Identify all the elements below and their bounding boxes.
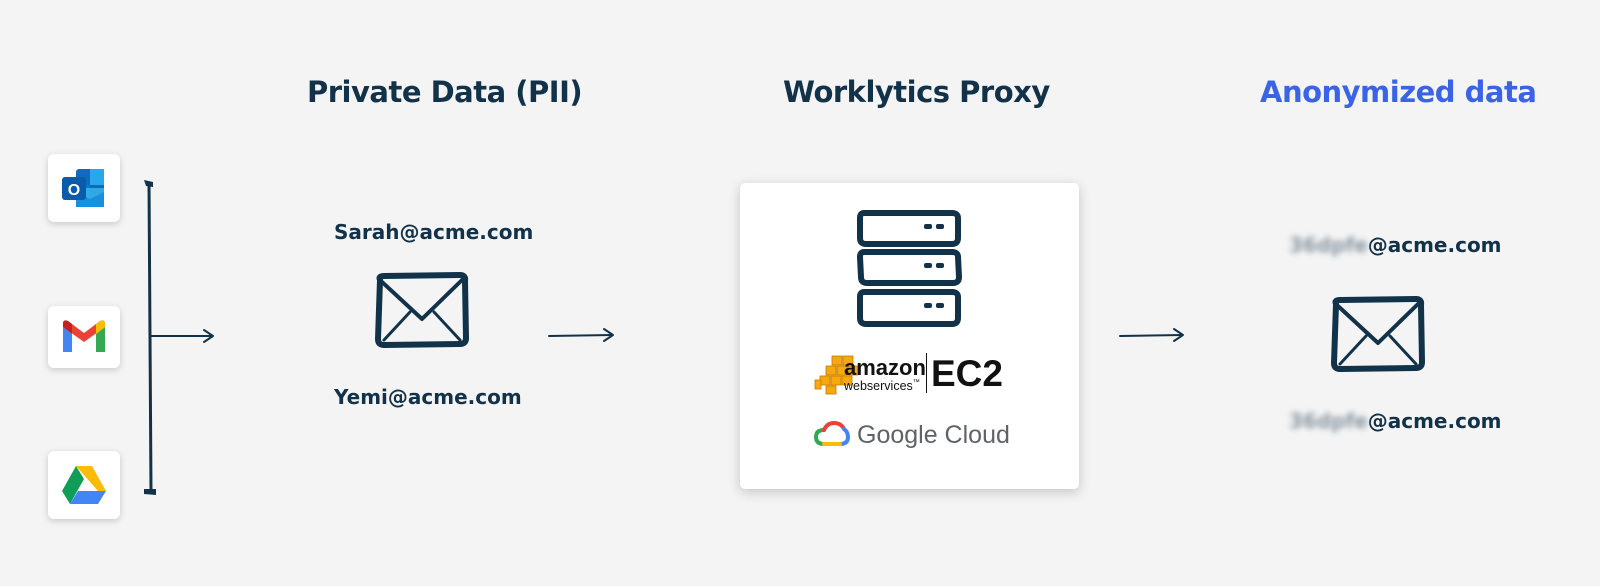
aws-cubes-icon bbox=[814, 355, 859, 395]
google-cloud-icon bbox=[814, 421, 850, 446]
anonymized-email-1: 36dpfe@acme.com bbox=[1289, 233, 1502, 257]
outlook-icon: O bbox=[62, 169, 104, 207]
arrow-sources-to-private bbox=[150, 329, 214, 343]
aws-webservices: webservices™ bbox=[844, 379, 920, 393]
worklytics-proxy-heading: Worklytics Proxy bbox=[783, 75, 1050, 109]
aws-divider bbox=[926, 353, 927, 393]
hashed-username: 36dpfe bbox=[1289, 233, 1368, 257]
google-drive-tile bbox=[48, 451, 120, 519]
google-drive-icon bbox=[62, 466, 106, 504]
anonymized-envelope-icon bbox=[1331, 296, 1425, 372]
private-email-yemi: Yemi@acme.com bbox=[334, 385, 522, 409]
source-bracket bbox=[147, 181, 153, 493]
anonymized-email-2: 36dpfe@acme.com bbox=[1289, 409, 1502, 433]
ec2-label: EC2 bbox=[931, 353, 1003, 394]
gmail-tile bbox=[48, 306, 120, 368]
aws-wordmark: amazon bbox=[844, 355, 926, 380]
hashed-username: 36dpfe bbox=[1289, 409, 1368, 433]
email-domain: @acme.com bbox=[1367, 233, 1502, 257]
google-cloud-label: Google Cloud bbox=[857, 421, 1010, 449]
email-domain: @acme.com bbox=[1367, 409, 1502, 433]
aws-ec2-logo: amazon webservices™ EC2 bbox=[814, 353, 1014, 397]
proxy-card: amazon webservices™ EC2 Google Cloud bbox=[740, 183, 1079, 489]
private-email-sarah: Sarah@acme.com bbox=[334, 220, 534, 244]
svg-text:O: O bbox=[68, 182, 80, 199]
outlook-tile: O bbox=[48, 154, 120, 222]
arrow-private-to-proxy bbox=[548, 328, 614, 342]
server-stack-icon bbox=[857, 210, 962, 327]
private-envelope-icon bbox=[375, 272, 469, 348]
gmail-icon bbox=[63, 320, 105, 352]
private-data-heading: Private Data (PII) bbox=[307, 75, 583, 109]
arrow-proxy-to-anonymized bbox=[1119, 328, 1184, 342]
anonymized-data-heading: Anonymized data bbox=[1260, 75, 1537, 109]
